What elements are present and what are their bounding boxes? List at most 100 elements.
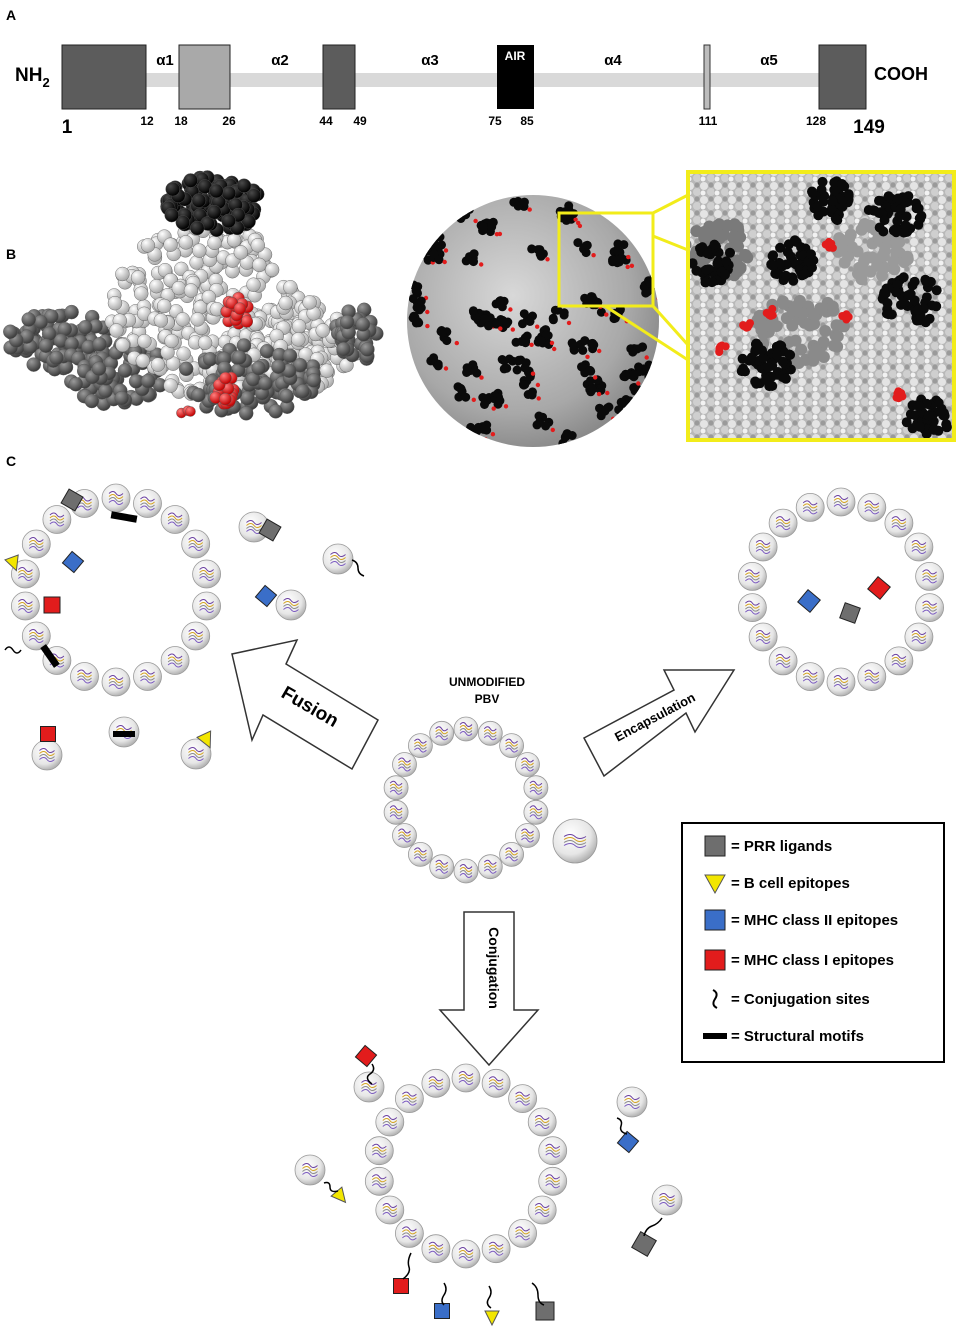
inset-cluster xyxy=(688,239,735,288)
vlp-particle xyxy=(748,532,778,562)
atom xyxy=(176,346,191,361)
epitope-square xyxy=(61,550,85,574)
vlp-particle xyxy=(101,667,131,697)
atom xyxy=(163,378,178,393)
zoom-connector-lines xyxy=(604,193,690,362)
atom xyxy=(130,270,146,285)
vlp-particle xyxy=(884,646,914,676)
atom xyxy=(33,314,48,330)
inset-cluster xyxy=(863,191,927,238)
atom xyxy=(49,350,64,366)
epitope-square xyxy=(393,1278,409,1294)
inset-cluster xyxy=(766,235,819,286)
helix-label-3: α3 xyxy=(421,52,439,69)
particle-rings xyxy=(10,483,944,1269)
epitope-square xyxy=(631,1231,657,1257)
vlp-particle xyxy=(294,1154,326,1186)
legend: = PRR ligands= B cell epitopes= MHC clas… xyxy=(681,822,945,1063)
atom xyxy=(175,312,190,327)
conjugation-site-squiggle xyxy=(366,1063,375,1085)
capsid-pentamer xyxy=(426,353,449,371)
vlp-particle xyxy=(42,505,72,534)
atom xyxy=(98,383,113,399)
capsid-pentamer xyxy=(511,331,534,348)
inset-cluster xyxy=(838,310,853,324)
vlp-particle xyxy=(915,562,944,591)
position-label-111: 111 xyxy=(699,114,718,128)
b-cell-epitope-triangle xyxy=(4,554,19,572)
encapsulation-arrow: Encapsulation xyxy=(582,669,736,778)
inset-cluster xyxy=(715,341,730,356)
inset-cluster xyxy=(828,218,914,286)
legend-swatch xyxy=(704,874,726,895)
atom xyxy=(202,352,218,367)
conjugation-site-squiggle xyxy=(351,559,365,577)
atom xyxy=(219,371,232,385)
atom xyxy=(149,279,164,294)
c-terminus-label: COOH xyxy=(874,64,928,84)
legend-item: = Conjugation sites xyxy=(712,989,870,1009)
vlp-particle xyxy=(421,1234,451,1264)
atom xyxy=(156,298,172,314)
vlp-particle xyxy=(481,1234,511,1264)
vlp-particle xyxy=(768,508,798,538)
vlp-particle xyxy=(477,720,503,746)
atom xyxy=(246,188,262,203)
vlp-particle xyxy=(181,529,211,559)
legend-item: = MHC class II epitopes xyxy=(704,909,898,931)
atom xyxy=(295,384,310,399)
atom xyxy=(279,389,294,404)
vlp-particle xyxy=(407,733,433,758)
domain-block-111 xyxy=(703,44,711,110)
inset-cluster xyxy=(821,237,837,252)
atom xyxy=(197,335,213,350)
position-label-85: 85 xyxy=(520,114,534,128)
capsid-pentamer xyxy=(626,342,649,360)
position-label-75: 75 xyxy=(488,114,502,128)
capsid-pentamer xyxy=(567,338,590,359)
conjugation-arrow: Conjugation xyxy=(438,911,540,1067)
vlp-particle xyxy=(768,646,798,676)
atom xyxy=(41,326,57,341)
atom xyxy=(115,337,130,353)
atom xyxy=(291,319,307,334)
atom xyxy=(238,406,254,421)
atom xyxy=(191,387,206,403)
atom xyxy=(164,333,179,349)
conjugation-site-squiggle xyxy=(616,1117,628,1135)
atom xyxy=(140,373,156,389)
atom xyxy=(246,277,261,292)
atom xyxy=(250,238,265,253)
atom xyxy=(259,344,275,359)
vlp-particle xyxy=(451,1063,481,1093)
vlp-particle xyxy=(375,1195,405,1225)
vlp-particle xyxy=(515,752,540,777)
legend-item: = Structural motifs xyxy=(703,1028,864,1045)
epitope-square xyxy=(535,1301,555,1321)
structural-motif-bar xyxy=(40,644,60,668)
atom xyxy=(117,363,133,378)
inset-cluster xyxy=(892,387,907,403)
vlp-particle xyxy=(738,562,767,591)
atom xyxy=(64,304,79,320)
helix-label-2: α2 xyxy=(271,52,289,69)
vlp-particle xyxy=(826,667,856,697)
epitope-square xyxy=(616,1130,640,1154)
domain-block-1-12 xyxy=(61,44,147,110)
capsid-pentamer xyxy=(476,218,500,237)
atom xyxy=(278,295,293,311)
atom xyxy=(185,406,196,417)
capsid-pentamer xyxy=(462,360,484,380)
epitope-square xyxy=(60,488,84,512)
conjugation-site-squiggle xyxy=(441,1282,447,1306)
vlp-particle xyxy=(275,589,307,621)
atom xyxy=(84,393,100,409)
legend-label: = MHC class II epitopes xyxy=(731,912,898,929)
atom xyxy=(233,302,247,315)
capsid-pentamer xyxy=(580,336,602,354)
backbone-bar xyxy=(140,73,820,87)
vlp-particle xyxy=(10,559,40,589)
vlp-particle xyxy=(421,1068,451,1098)
vlp-particle xyxy=(133,489,162,518)
atom xyxy=(165,181,180,197)
